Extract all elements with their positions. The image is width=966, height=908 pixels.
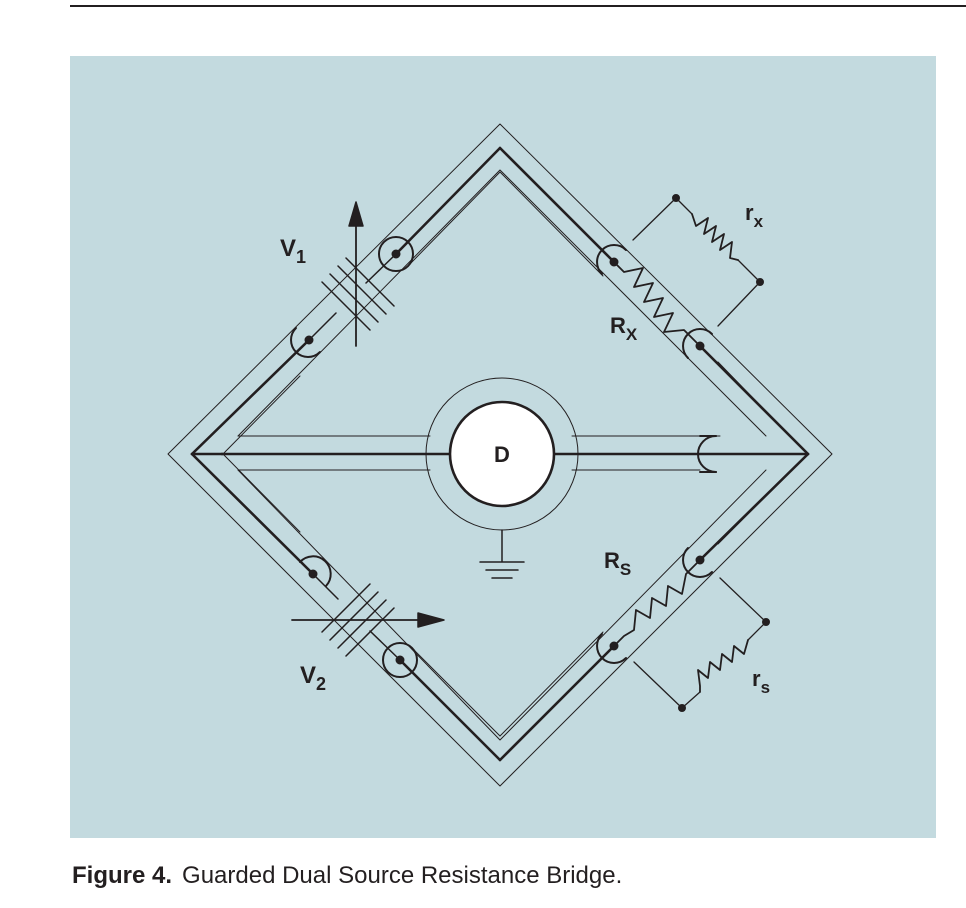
rs-node-bottom <box>678 704 686 712</box>
battery-v2-icon <box>291 573 445 661</box>
figure-number: Figure 4. <box>72 862 173 889</box>
label-v2: V2 <box>300 662 326 694</box>
coax-line-ur <box>499 171 785 431</box>
detector-guard-lines <box>237 435 721 471</box>
arm-upper-right <box>498 146 810 456</box>
detector-circle <box>448 400 556 508</box>
arm-lower-left <box>190 452 502 762</box>
top-rule <box>70 5 966 7</box>
guard-shield-inner-top <box>237 169 767 437</box>
coax-line-ll <box>221 452 501 737</box>
guard-shield-inner-bottom <box>237 469 767 741</box>
connector-v2-top <box>299 555 332 587</box>
leakage-rx-wires <box>632 197 761 327</box>
coax-line-ul <box>221 171 501 456</box>
label-v1: V1 <box>280 235 306 267</box>
label-rx-small: rx <box>745 200 764 231</box>
arm-upper-left <box>190 146 502 456</box>
label-rx: RX <box>610 313 638 344</box>
battery-v1-icon <box>308 201 397 347</box>
ground-icon <box>479 529 525 579</box>
rs-node-top <box>762 618 770 626</box>
figure-caption-text: Guarded Dual Source Resistance Bridge. <box>182 862 623 889</box>
resistor-rs-small-icon <box>697 639 749 693</box>
figure-caption: Figure 4. Guarded Dual Source Resistance … <box>72 862 622 890</box>
resistor-rs-icon <box>613 559 701 647</box>
connector-detector <box>697 435 717 473</box>
resistor-rx-icon <box>613 261 701 347</box>
coax-line-lr <box>499 477 785 737</box>
resistor-rx-small-icon <box>691 213 739 261</box>
label-rs-small: rs <box>752 666 770 697</box>
rx-node-top <box>672 194 680 202</box>
label-rs: RS <box>604 548 631 579</box>
guard-shield-outer <box>167 123 833 787</box>
arm-lower-right <box>498 452 810 762</box>
label-detector: D <box>494 442 510 467</box>
rx-node-bottom <box>756 278 764 286</box>
